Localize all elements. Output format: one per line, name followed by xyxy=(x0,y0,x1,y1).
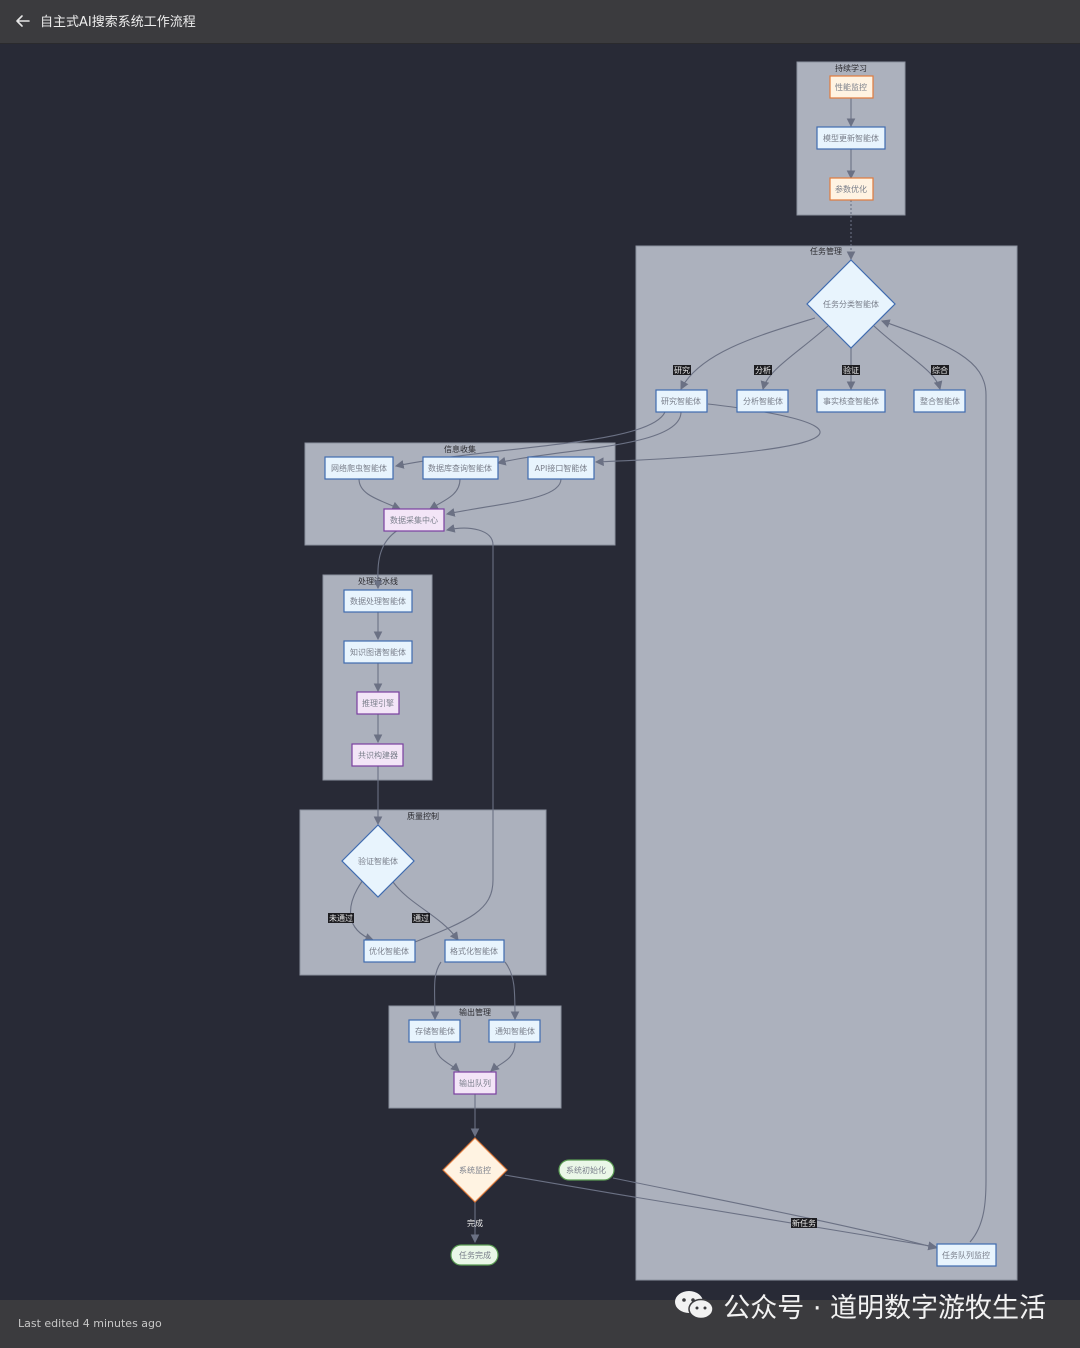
footer-bar: Last edited 4 minutes ago xyxy=(0,1300,1080,1348)
edge-monitor-queuemon xyxy=(504,1174,938,1251)
group-label-task-mgmt: 任务管理 xyxy=(810,246,842,256)
node-dataproc-label: 数据处理智能体 xyxy=(350,596,406,606)
node-storage-label: 存储智能体 xyxy=(415,1026,455,1036)
node-classify[interactable]: 任务分类智能体 xyxy=(806,259,896,349)
node-api-label: API接口智能体 xyxy=(535,463,588,473)
edge-notify-queue xyxy=(490,1042,516,1072)
node-queue-monitor-label: 任务队列监控 xyxy=(942,1250,990,1260)
node-model-update[interactable]: 模型更新智能体 xyxy=(816,126,886,150)
node-verify[interactable]: 验证智能体 xyxy=(341,824,415,898)
node-notify-label: 通知智能体 xyxy=(495,1026,535,1036)
node-collect-center-label: 数据采集中心 xyxy=(390,515,438,525)
node-perf-label: 性能监控 xyxy=(835,82,867,92)
node-verify-label: 验证智能体 xyxy=(358,856,398,866)
group-label-collect: 信息收集 xyxy=(444,444,476,454)
node-out-queue-label: 输出队列 xyxy=(459,1078,491,1088)
group-task-mgmt: 任务管理 xyxy=(635,245,1018,1281)
group-label-learning: 持续学习 xyxy=(835,63,867,73)
node-sys-init[interactable]: 系统初始化 xyxy=(558,1159,615,1181)
node-integrate-label: 整合智能体 xyxy=(920,396,960,406)
edge-research-dbquery xyxy=(496,411,682,466)
node-integrate[interactable]: 整合智能体 xyxy=(913,389,966,413)
node-notify[interactable]: 通知智能体 xyxy=(488,1019,541,1043)
group-quality: 质量控制 xyxy=(299,809,547,976)
node-research-label: 研究智能体 xyxy=(661,396,701,406)
group-label-output: 输出管理 xyxy=(459,1007,491,1017)
node-optimize[interactable]: 优化智能体 xyxy=(363,939,416,963)
edge-crawler-center xyxy=(358,478,402,510)
edge-label-integrate: 综合 xyxy=(932,365,948,375)
node-reasoning[interactable]: 推理引擎 xyxy=(356,691,400,715)
node-perf[interactable]: 性能监控 xyxy=(829,75,874,99)
node-format-label: 格式化智能体 xyxy=(450,946,498,956)
edge-api-center xyxy=(445,478,562,517)
node-sys-monitor[interactable]: 系统监控 xyxy=(442,1137,508,1203)
edge-label-new-task: 新任务 xyxy=(792,1218,816,1228)
edge-center-dataproc xyxy=(373,529,399,590)
flowchart: 持续学习 任务管理 信息收集 处理流水线 质量控制 输出管理 xyxy=(299,61,1018,1281)
node-dbquery-label: 数据库查询智能体 xyxy=(428,463,492,473)
node-factcheck[interactable]: 事实核查智能体 xyxy=(816,389,886,413)
node-format[interactable]: 格式化智能体 xyxy=(444,939,505,963)
node-analysis[interactable]: 分析智能体 xyxy=(736,389,789,413)
edge-format-storage xyxy=(430,961,442,1021)
node-crawler-label: 网络爬虫智能体 xyxy=(331,463,387,473)
node-kg-label: 知识图谱智能体 xyxy=(350,647,406,657)
node-param-opt[interactable]: 参数优化 xyxy=(829,177,874,201)
node-storage[interactable]: 存储智能体 xyxy=(408,1019,461,1043)
edge-queuemon-classify xyxy=(880,319,987,1243)
edge-label-fail: 未通过 xyxy=(329,913,353,923)
node-dataproc[interactable]: 数据处理智能体 xyxy=(343,589,413,613)
watermark-text: 公众号 · 道明数字游牧生活 xyxy=(723,1292,1046,1324)
watermark: 公众号 · 道明数字游牧生活 xyxy=(673,1283,1046,1327)
edge-label-verify: 验证 xyxy=(843,365,859,375)
node-consensus[interactable]: 共识构建器 xyxy=(351,743,404,767)
page-title: 自主式AI搜索系统工作流程 xyxy=(40,15,196,30)
edge-optimize-center xyxy=(414,524,494,943)
edge-storage-queue xyxy=(434,1042,460,1072)
edge-label-pass: 通过 xyxy=(413,913,429,923)
node-research[interactable]: 研究智能体 xyxy=(655,389,708,413)
edge-label-done: 完成 xyxy=(467,1218,483,1228)
wechat-icon xyxy=(675,1291,714,1320)
node-analysis-label: 分析智能体 xyxy=(743,396,783,406)
node-crawler[interactable]: 网络爬虫智能体 xyxy=(324,456,394,480)
node-task-done[interactable]: 任务完成 xyxy=(450,1244,499,1266)
edge-classify-integrate xyxy=(873,325,943,391)
node-sys-init-label: 系统初始化 xyxy=(566,1165,606,1175)
back-arrow-icon[interactable] xyxy=(12,10,34,32)
node-task-done-label: 任务完成 xyxy=(459,1250,491,1260)
edge-labels: 研究 分析 验证 综合 未通过 通过 完成 新任务 xyxy=(328,365,949,1228)
node-kg[interactable]: 知识图谱智能体 xyxy=(343,640,413,664)
node-collect-center[interactable]: 数据采集中心 xyxy=(383,508,445,532)
edge-format-notify xyxy=(504,961,520,1021)
edge-verify-format xyxy=(392,881,459,941)
node-sys-monitor-label: 系统监控 xyxy=(459,1165,491,1175)
node-out-queue[interactable]: 输出队列 xyxy=(453,1071,497,1095)
edge-init-queuemon xyxy=(612,1177,938,1251)
edge-classify-research xyxy=(680,317,816,390)
node-param-opt-label: 参数优化 xyxy=(835,184,867,194)
node-optimize-label: 优化智能体 xyxy=(369,946,409,956)
diagram-canvas: 持续学习 任务管理 信息收集 处理流水线 质量控制 输出管理 xyxy=(0,44,1080,1300)
node-queue-monitor[interactable]: 任务队列监控 xyxy=(936,1243,997,1267)
node-reasoning-label: 推理引擎 xyxy=(362,698,394,708)
node-factcheck-label: 事实核查智能体 xyxy=(823,396,879,406)
edge-dbquery-center xyxy=(429,478,461,510)
node-model-update-label: 模型更新智能体 xyxy=(823,133,879,143)
node-classify-label: 任务分类智能体 xyxy=(823,299,879,309)
node-api[interactable]: API接口智能体 xyxy=(527,456,595,480)
top-bar: 自主式AI搜索系统工作流程 xyxy=(0,0,1080,44)
node-consensus-label: 共识构建器 xyxy=(358,750,398,760)
node-dbquery[interactable]: 数据库查询智能体 xyxy=(422,456,499,480)
edge-label-research: 研究 xyxy=(674,365,690,375)
edge-classify-analysis xyxy=(760,325,829,391)
last-edited-status: Last edited 4 minutes ago xyxy=(18,1317,162,1330)
group-label-quality: 质量控制 xyxy=(407,811,439,821)
edge-label-analysis: 分析 xyxy=(755,365,771,375)
nodes: 性能监控 模型更新智能体 参数优化 任务分类智能体 研究智能体 分析智能体 事实… xyxy=(324,75,997,1267)
